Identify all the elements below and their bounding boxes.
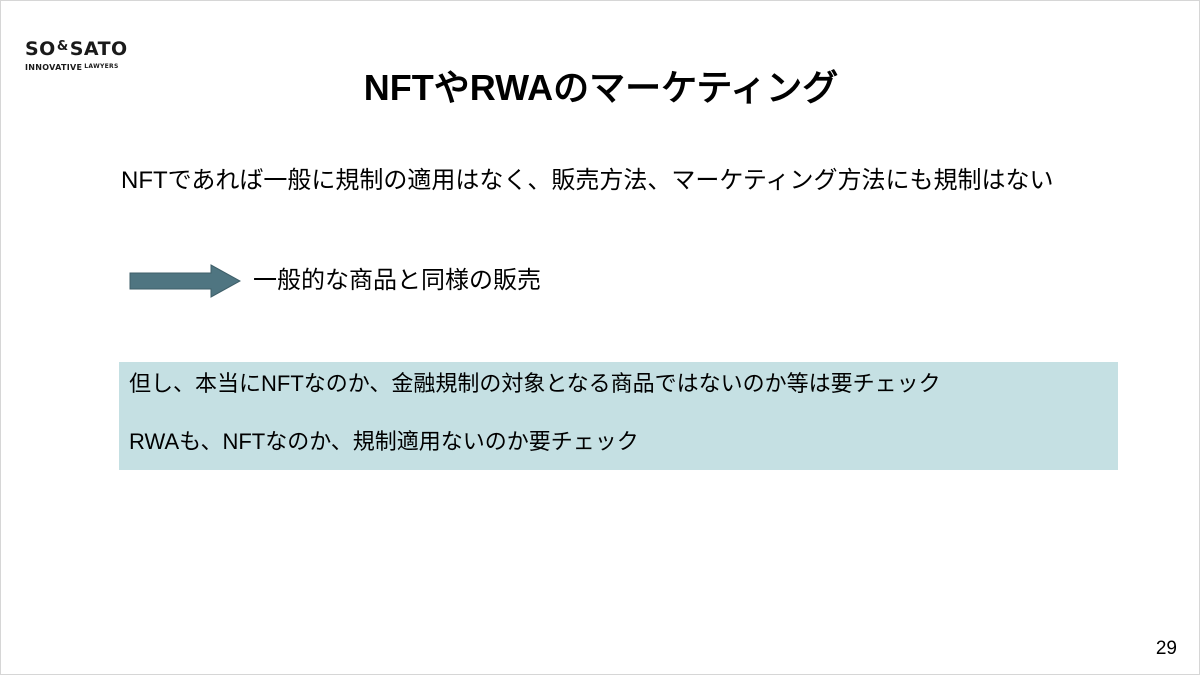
note-box: 但し、本当にNFTなのか、金融規制の対象となる商品ではないのか等は要チェック R… bbox=[119, 362, 1118, 470]
note-line-2: RWAも、NFTなのか、規制適用ないのか要チェック bbox=[129, 429, 639, 454]
arrow-text: 一般的な商品と同様の販売 bbox=[253, 267, 541, 294]
body-text: NFTであれば一般に規制の適用はなく、販売方法、マーケティング方法にも規制はない bbox=[121, 167, 1054, 194]
logo-name: SO&SATO bbox=[25, 37, 135, 59]
page-number: 29 bbox=[1155, 638, 1177, 659]
logo-name-right: SATO bbox=[69, 38, 128, 60]
slide-title: NFTやRWAのマーケティング bbox=[363, 67, 839, 108]
logo-name-left: SO bbox=[25, 38, 56, 60]
note-line-1: 但し、本当にNFTなのか、金融規制の対象となる商品ではないのか等は要チェック bbox=[129, 371, 941, 396]
logo-tagline-main: INNOVATIVE bbox=[25, 63, 83, 72]
arrow-row: 一般的な商品と同様の販売 bbox=[129, 263, 541, 299]
logo-ampersand: & bbox=[56, 39, 69, 54]
logo-tagline-small: LAWYERS bbox=[84, 63, 119, 70]
right-arrow-icon bbox=[129, 264, 241, 298]
